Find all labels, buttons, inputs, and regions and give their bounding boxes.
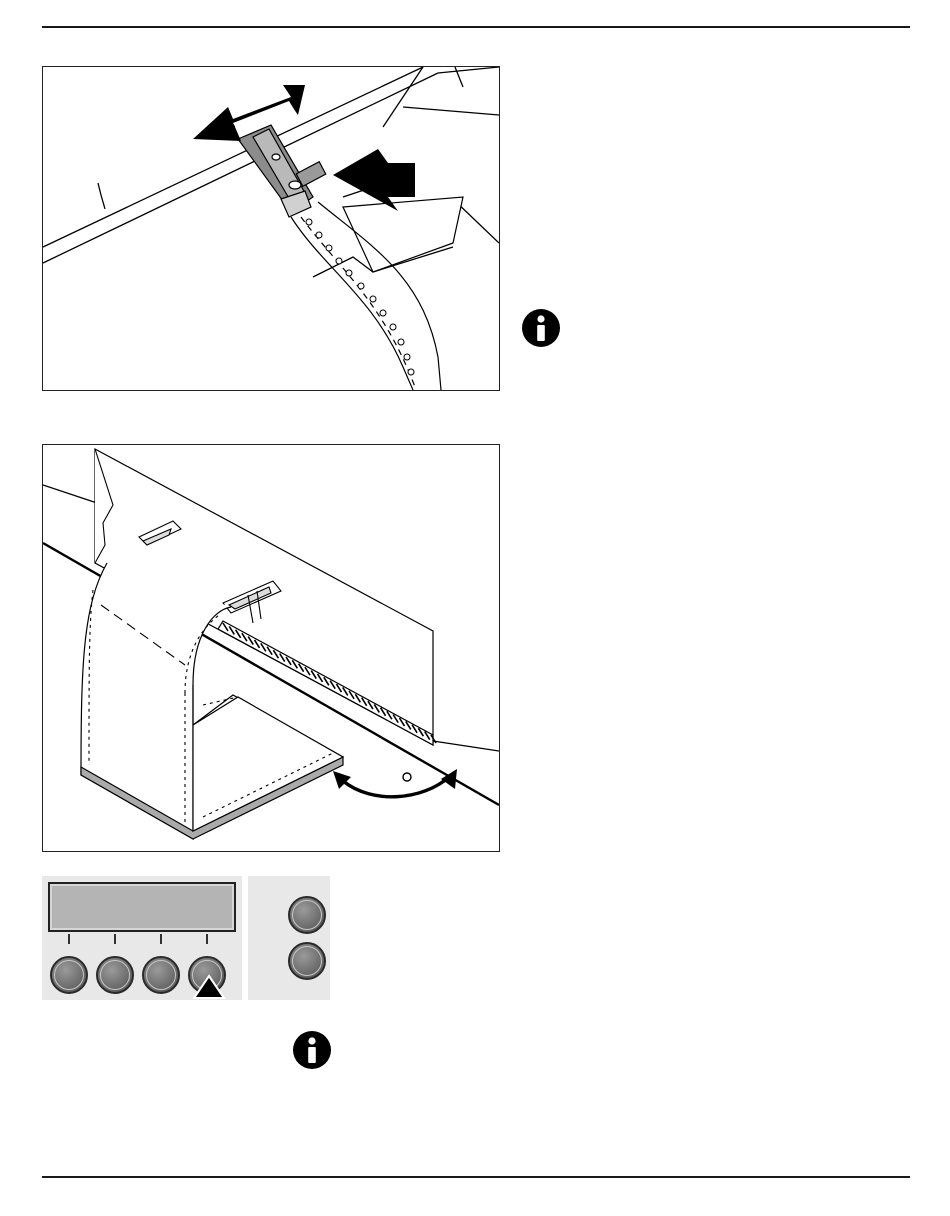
info-icon [521,308,561,348]
softkey-tick-1 [68,934,70,944]
softkey-tick-3 [160,934,162,944]
figure-tractor-adjust [42,66,500,391]
figure-paper-path [42,444,500,852]
side-key-lower-button[interactable] [288,942,326,980]
footer-rule [42,1176,910,1178]
lcd-display [48,882,236,932]
softkey-2-button[interactable] [96,956,134,994]
control-panel-sidekeys [248,876,330,1000]
info-icon [292,1030,332,1070]
paper-path-drawing [43,445,499,851]
softkey-3-button[interactable] [142,956,180,994]
control-panel-softkeys [42,876,242,1000]
softkey-tick-4 [206,934,208,944]
side-key-upper-button[interactable] [288,896,326,934]
softkey-1-button[interactable] [50,956,88,994]
header-rule [42,26,910,28]
softkey-tick-2 [114,934,116,944]
pressed-indicator-triangle-icon [192,974,226,1000]
tractor-adjust-drawing [43,67,499,390]
